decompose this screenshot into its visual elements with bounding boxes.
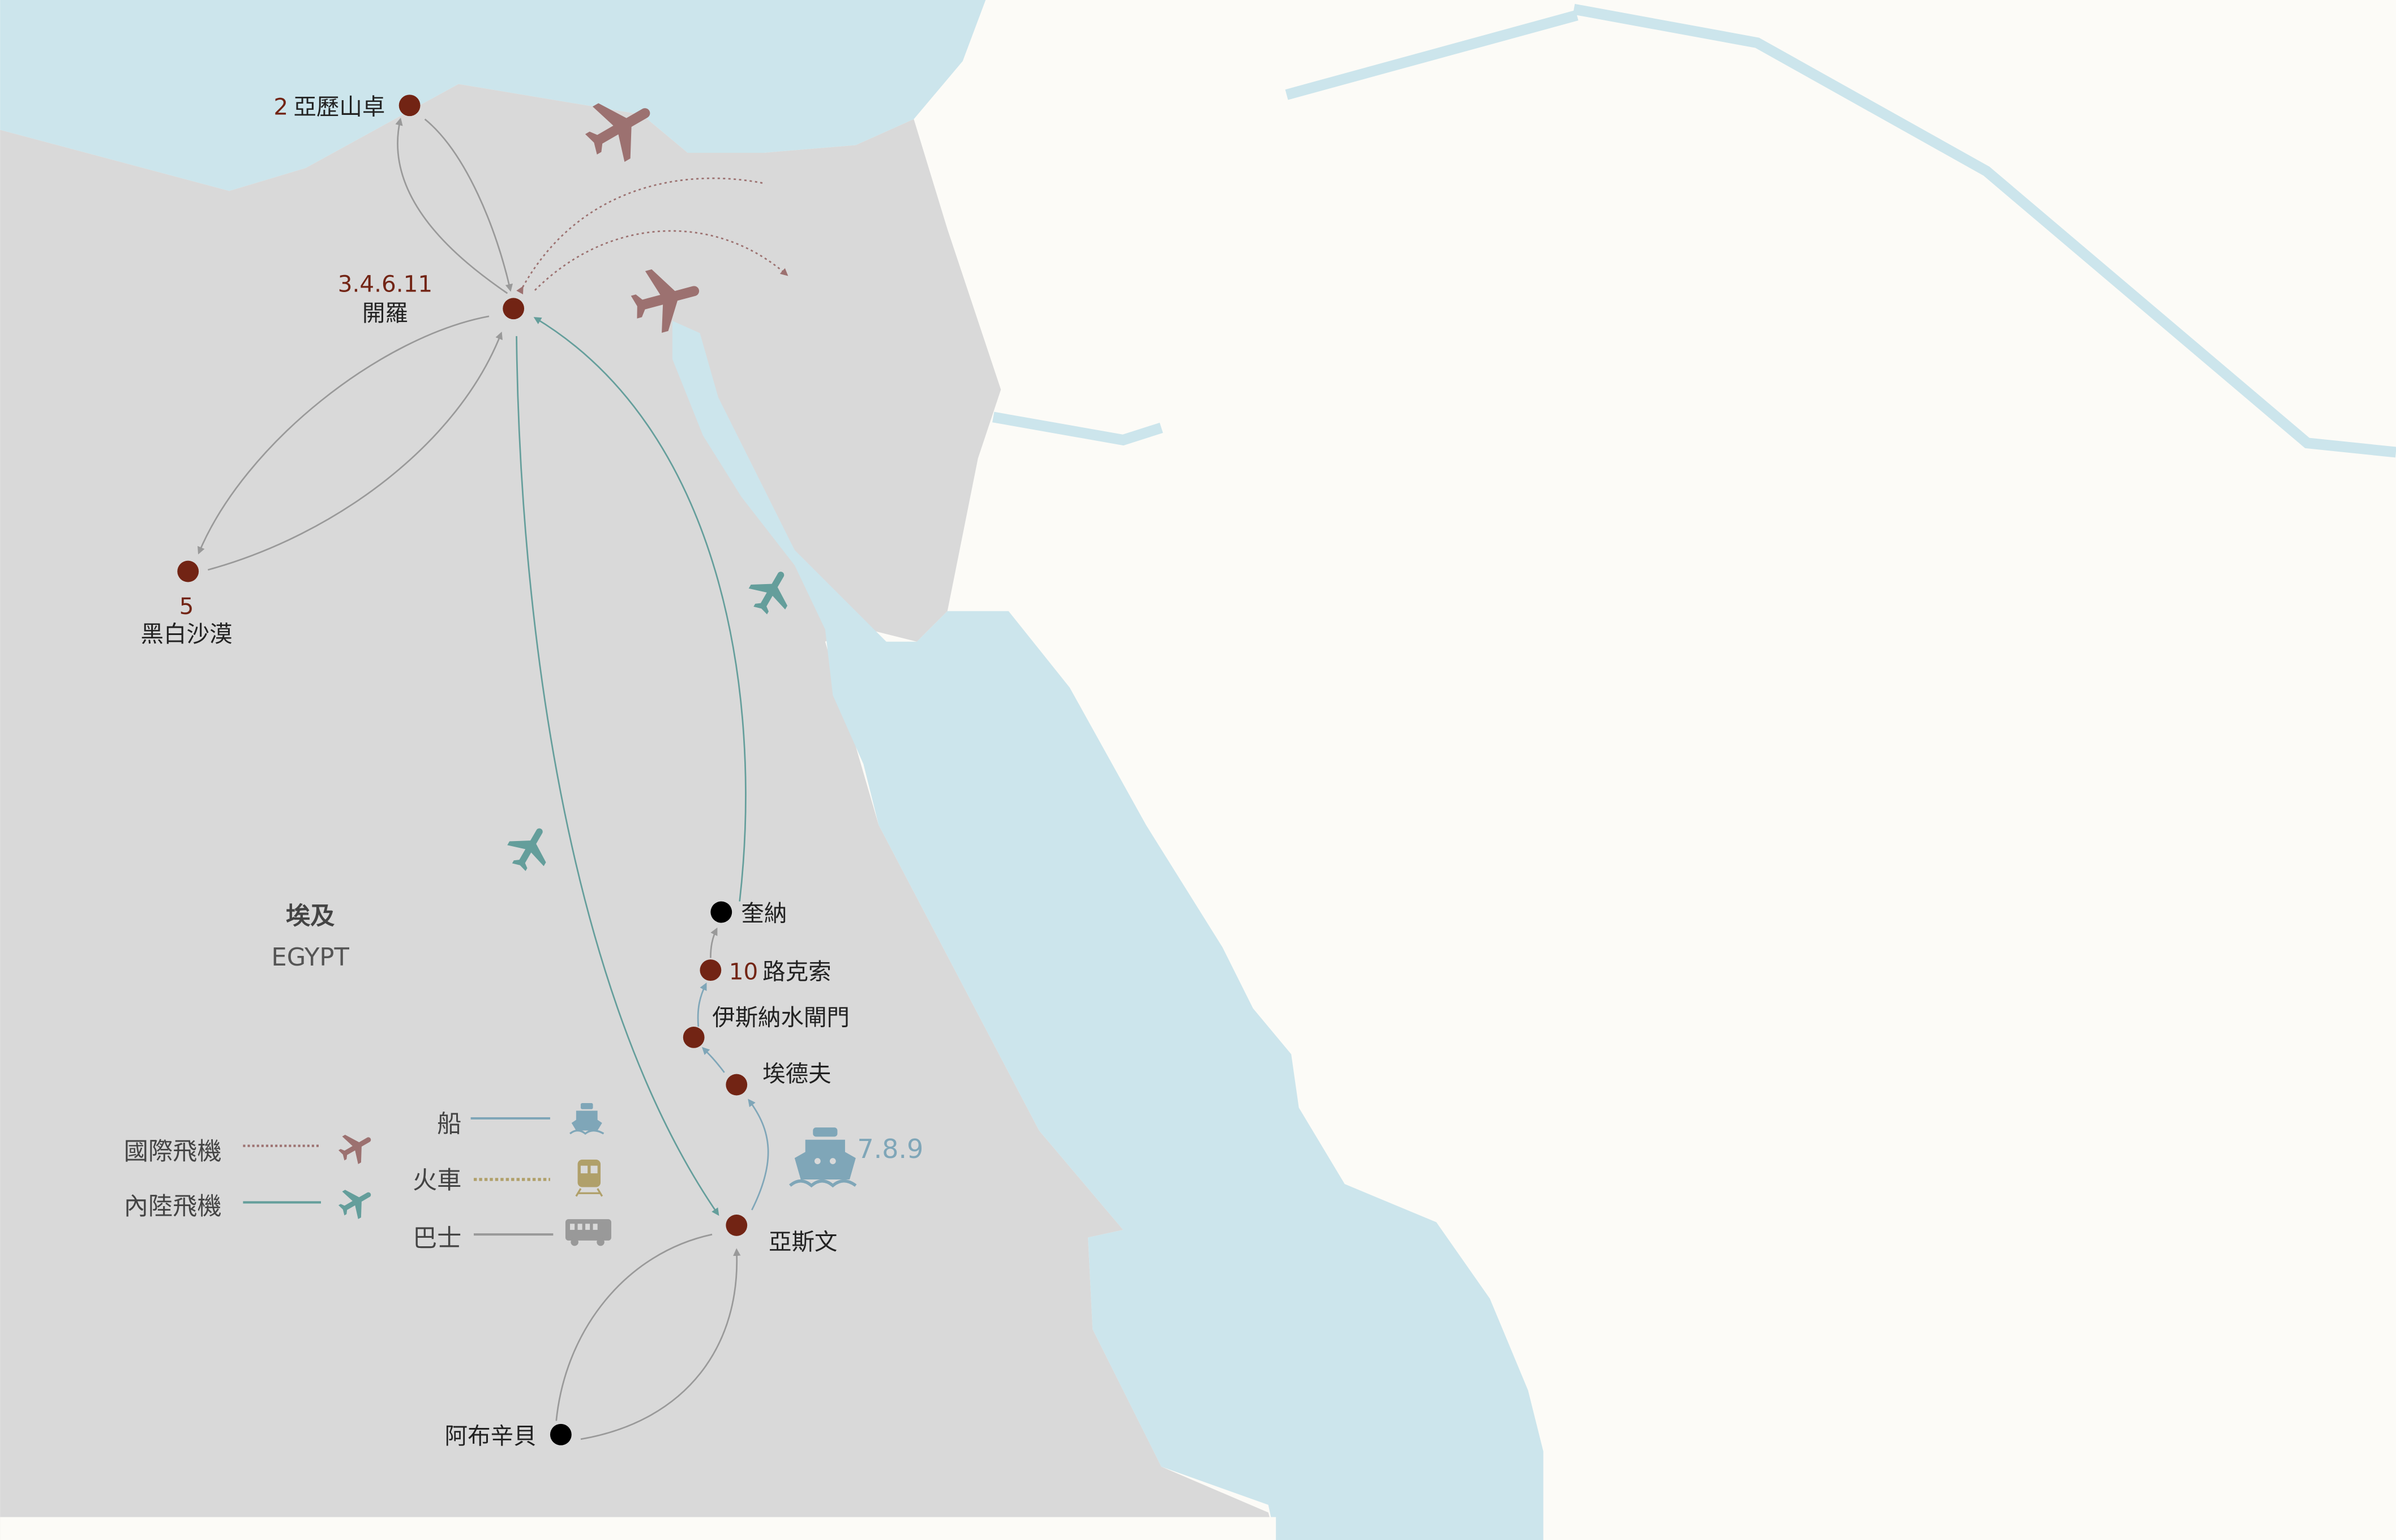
white-desert-day: 5 xyxy=(179,593,194,620)
stop-esna[interactable] xyxy=(683,1027,705,1048)
route-cairo-desert xyxy=(198,315,490,555)
route-intl-1 xyxy=(516,177,765,295)
alexandria-day: 2 xyxy=(273,93,288,120)
cairo-day: 3.4.6.11 xyxy=(338,271,432,298)
stop-qena[interactable] xyxy=(710,901,732,923)
cairo-label: 開羅 xyxy=(362,299,408,327)
route-cairo-alexandria xyxy=(395,117,508,294)
abu-simbel-label: 阿布辛貝 xyxy=(445,1422,537,1449)
red-sea xyxy=(672,320,1544,1540)
cruise-marker: 7.8.9 xyxy=(789,1127,924,1188)
bus-icon xyxy=(565,1219,611,1246)
legend-domestic-flight-label: 內陸飛機 xyxy=(124,1192,222,1221)
ship-icon xyxy=(789,1127,857,1188)
gulf-of-aqaba xyxy=(992,3,2396,458)
route-intl-2 xyxy=(534,230,788,291)
city-labels: 2 亞歷山卓 3.4.6.11 開羅 5 黑白沙漠 奎納 10 路克索 伊斯納水… xyxy=(141,93,850,1449)
legend-bus-label: 巴士 xyxy=(413,1225,461,1253)
stop-alexandria[interactable] xyxy=(398,95,421,117)
ship-icon xyxy=(569,1103,605,1135)
route-luxor-qena xyxy=(710,927,718,958)
country-name-en: EGYPT xyxy=(271,943,349,972)
stop-abu-simbel[interactable] xyxy=(550,1423,572,1445)
legend-boat-label: 船 xyxy=(437,1110,461,1138)
mediterranean-sea xyxy=(0,0,986,191)
bottom-strip xyxy=(0,1517,1276,1540)
legend-intl-flight-label: 國際飛機 xyxy=(124,1138,222,1166)
stop-white-desert[interactable] xyxy=(177,560,199,582)
route-cairo-aswan-flight xyxy=(516,336,719,1216)
train-icon xyxy=(575,1159,603,1197)
legend: 國際飛機 內陸飛機 船 火車 巴士 xyxy=(124,1103,611,1253)
luxor-label: 路克索 xyxy=(762,958,831,985)
alexandria-label: 亞歷山卓 xyxy=(293,93,385,120)
legend-train-label: 火車 xyxy=(413,1166,461,1195)
city-stops xyxy=(177,95,748,1445)
egypt-land xyxy=(0,84,1276,1540)
routes xyxy=(198,117,788,1440)
route-alexandria-cairo xyxy=(424,118,513,292)
route-aswan-abusimbel xyxy=(555,1233,713,1421)
route-esna-luxor-boat xyxy=(697,983,707,1027)
route-qena-cairo-flight xyxy=(533,317,747,902)
stop-cairo[interactable] xyxy=(503,298,525,320)
esna-label: 伊斯納水閘門 xyxy=(712,1003,850,1031)
route-aswan-edfu-boat xyxy=(748,1099,769,1211)
cruise-days: 7.8.9 xyxy=(858,1134,924,1164)
country-name-zh: 埃及 xyxy=(286,902,335,930)
route-edfu-esna-boat xyxy=(701,1046,725,1073)
qena-label: 奎納 xyxy=(741,900,787,927)
route-abusimbel-aswan xyxy=(580,1248,741,1440)
stop-aswan[interactable] xyxy=(726,1215,748,1236)
stop-luxor[interactable] xyxy=(700,959,722,981)
route-desert-cairo xyxy=(207,331,503,571)
luxor-day: 10 xyxy=(729,958,758,985)
edfu-label: 埃德夫 xyxy=(762,1060,831,1087)
aswan-label: 亞斯文 xyxy=(769,1228,837,1255)
stop-edfu[interactable] xyxy=(726,1074,748,1096)
white-desert-label: 黑白沙漠 xyxy=(141,620,233,647)
